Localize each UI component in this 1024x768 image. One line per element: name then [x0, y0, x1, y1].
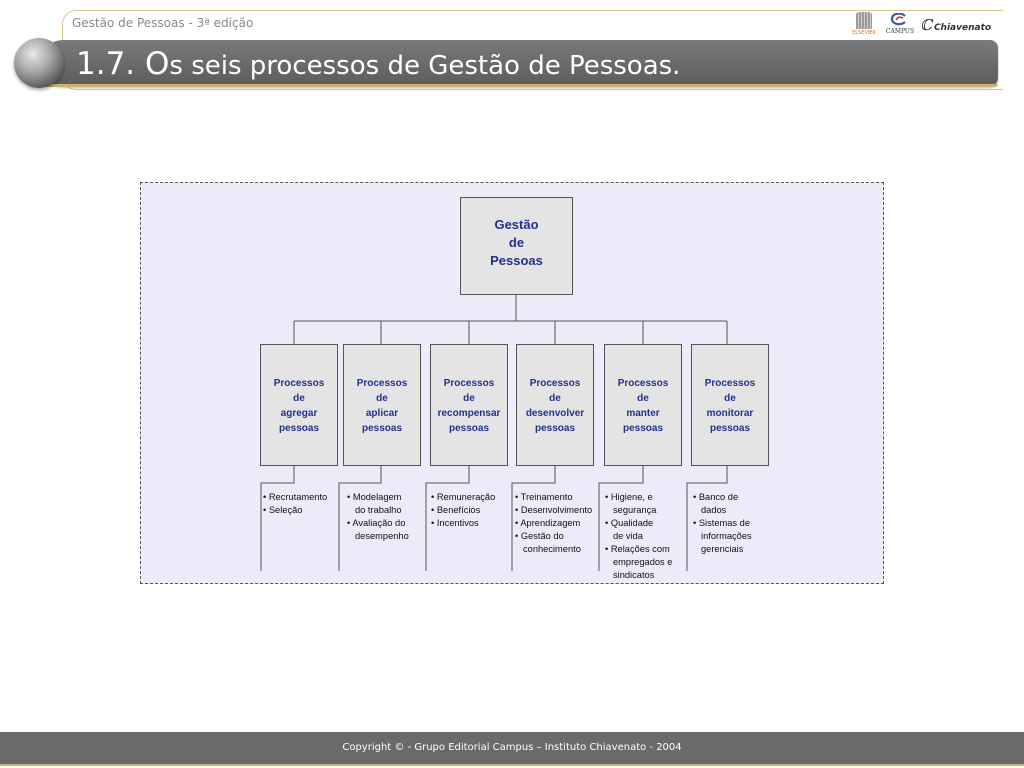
edition-label: Gestão de Pessoas - 3ª edição: [72, 16, 254, 30]
process-box-label: Processos de desenvolver pessoas: [525, 378, 585, 434]
elsevier-tree-icon: [856, 12, 872, 29]
items-connector: [511, 466, 556, 571]
title-rest: s seis processos de Gestão de Pessoas.: [169, 51, 681, 81]
list-item: • Aprendizagem: [515, 518, 581, 528]
items-list-manter: • Higiene, e segurança • Qualidade de vi…: [605, 491, 672, 582]
list-item: • Higiene, e segurança: [605, 492, 657, 515]
items-list-monitorar: • Banco de dados • Sistemas de informaçõ…: [693, 491, 752, 556]
elsevier-logo: ELSEVIER: [852, 12, 876, 36]
process-box-label: Processos de monitorar pessoas: [704, 378, 756, 434]
process-box-recompensar: Processos de recompensar pessoas: [430, 344, 508, 466]
process-box-manter: Processos de manter pessoas: [604, 344, 682, 466]
title-prefix: 1.7. O: [76, 46, 170, 82]
root-box-gestao-de-pessoas: Gestão de Pessoas: [460, 197, 573, 295]
process-box-aplicar: Processos de aplicar pessoas: [343, 344, 421, 466]
list-item: • Treinamento: [515, 492, 573, 502]
items-connector: [260, 466, 295, 571]
process-box-agregar: Processos de agregar pessoas: [260, 344, 338, 466]
footer-bar: Copyright © - Grupo Editorial Campus – I…: [0, 732, 1024, 764]
chiavenato-logo-text: Chiavenato: [933, 23, 992, 33]
items-list-agregar: • Recrutamento • Seleção: [263, 491, 327, 517]
list-item: • Sistemas de informações gerenciais: [693, 518, 752, 554]
items-connector: [425, 466, 470, 571]
list-item: • Avaliação do desempenho: [347, 518, 409, 541]
list-item: • Qualidade de vida: [605, 518, 654, 541]
process-box-label: Processos de aplicar pessoas: [356, 378, 408, 434]
title-bar: [40, 40, 998, 86]
items-connector: [686, 466, 728, 571]
page-title: 1.7. Os seis processos de Gestão de Pess…: [76, 42, 680, 86]
root-box-label: Gestão de Pessoas: [490, 217, 543, 268]
process-box-label: Processos de recompensar pessoas: [437, 378, 501, 434]
list-item: • Recrutamento: [263, 492, 328, 502]
diagram-connectors: [260, 295, 728, 571]
process-box-label: Processos de manter pessoas: [617, 378, 669, 434]
list-item: • Remuneração: [431, 492, 496, 502]
process-box-desenvolver: Processos de desenvolver pessoas: [516, 344, 594, 466]
list-item: • Desenvolvimento: [515, 505, 593, 515]
list-item: • Relações com empregados e sindicatos: [605, 544, 673, 580]
items-connector: [338, 466, 382, 571]
campus-logo-text: CAMPUS: [885, 28, 915, 35]
footer-accent-line: [0, 764, 1024, 766]
elsevier-logo-text: ELSEVIER: [852, 30, 876, 36]
campus-logo: CAMPUS: [884, 13, 916, 37]
list-item: • Modelagem do trabalho: [347, 492, 402, 515]
list-item: • Gestão do conhecimento: [515, 531, 581, 554]
campus-swirl-icon: [890, 13, 906, 26]
items-list-desenvolver: • Treinamento • Desenvolvimento • Aprend…: [515, 491, 592, 556]
list-item: • Banco de dados: [693, 492, 739, 515]
process-box-monitorar: Processos de monitorar pessoas: [691, 344, 769, 466]
process-diagram: Gestão de Pessoas Processos de agregar p…: [140, 182, 884, 584]
title-bar-accent: [40, 84, 998, 87]
items-connector: [598, 466, 644, 571]
copyright-text: Copyright © - Grupo Editorial Campus – I…: [342, 742, 682, 753]
chiavenato-mark-icon: ℂ: [920, 16, 932, 34]
list-item: • Incentivos: [431, 518, 479, 528]
list-item: • Seleção: [263, 505, 303, 515]
items-list-aplicar: • Modelagem do trabalho • Avaliação do d…: [347, 491, 409, 543]
items-list-recompensar: • Remuneração • Benefícios • Incentivos: [431, 491, 495, 530]
process-box-label: Processos de agregar pessoas: [273, 378, 325, 434]
list-item: • Benefícios: [431, 505, 481, 515]
sphere-bullet-icon: [14, 38, 64, 88]
